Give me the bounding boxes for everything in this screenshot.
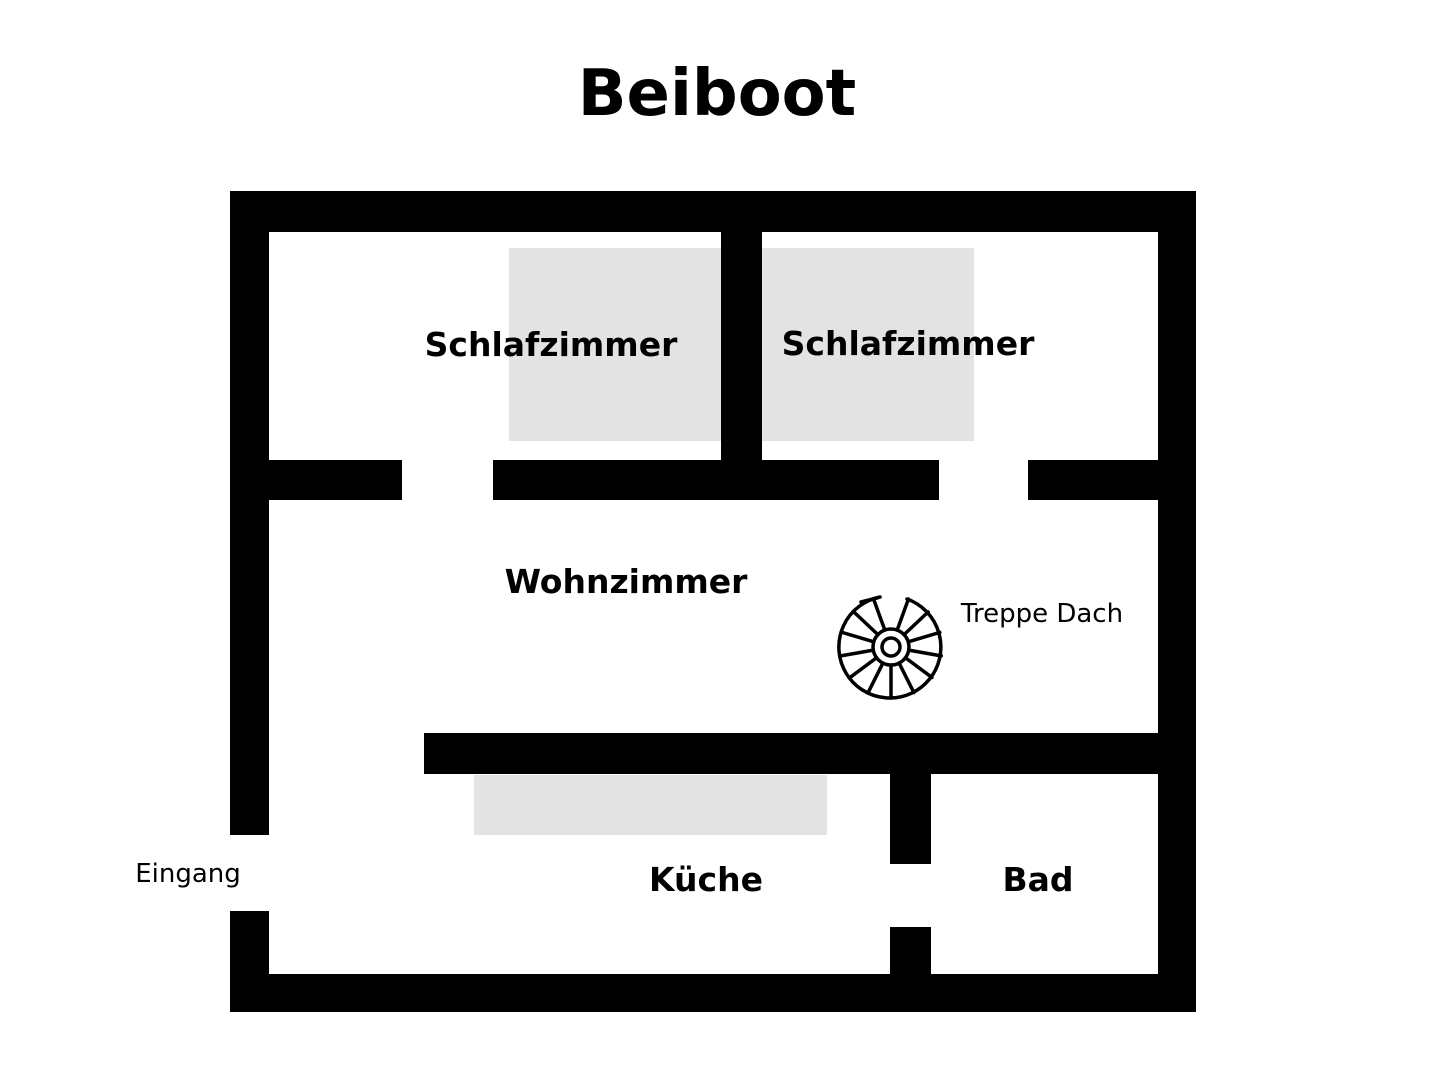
outer-wall-bottom	[230, 974, 1196, 1012]
inner-wall-kitchen	[424, 733, 1196, 774]
bed-right	[762, 248, 974, 441]
room-label-kitchen: Küche	[649, 860, 763, 899]
room-label-living-room: Wohnzimmer	[505, 562, 749, 601]
stair-tread	[852, 610, 880, 637]
stair-tread	[895, 597, 911, 632]
stair-tread	[839, 648, 876, 658]
walls	[230, 191, 1196, 1012]
outer-wall-right	[1158, 191, 1196, 1012]
stair-tread	[903, 656, 934, 680]
outer-wall-top	[230, 191, 1196, 232]
room-label-bedroom-right: Schlafzimmer	[782, 324, 1035, 363]
outer-wall-left-upper	[230, 191, 269, 835]
inner-wall-bath-lower	[890, 927, 931, 1012]
stair-tread	[866, 661, 885, 695]
room-label-bedroom-left: Schlafzimmer	[425, 325, 678, 364]
furniture	[474, 248, 974, 835]
stair-tread	[902, 610, 930, 637]
kitchen-counter	[474, 775, 827, 835]
stair-tread	[906, 648, 943, 658]
stair-tread	[859, 596, 879, 604]
stair-tread	[871, 597, 887, 632]
label-roof-stairs: Treppe Dach	[960, 599, 1123, 629]
inner-wall-between-bedrooms	[721, 191, 762, 500]
stair-tread	[897, 661, 916, 695]
inner-wall-bedrooms-right	[1028, 460, 1196, 500]
inner-wall-bedrooms-middle	[493, 460, 939, 500]
stair-tread	[840, 630, 876, 644]
stair-tread	[906, 630, 942, 644]
room-label-bathroom: Bad	[1002, 860, 1073, 899]
outer-wall-left-lower	[230, 911, 269, 1012]
inner-wall-bedrooms-left	[230, 460, 402, 500]
spiral-staircase-icon	[837, 595, 943, 700]
label-entrance: Eingang	[135, 859, 241, 889]
stair-tread	[848, 656, 879, 680]
inner-wall-bath-upper	[890, 733, 931, 864]
bed-left	[509, 248, 721, 441]
plan-title: Beiboot	[578, 57, 856, 131]
